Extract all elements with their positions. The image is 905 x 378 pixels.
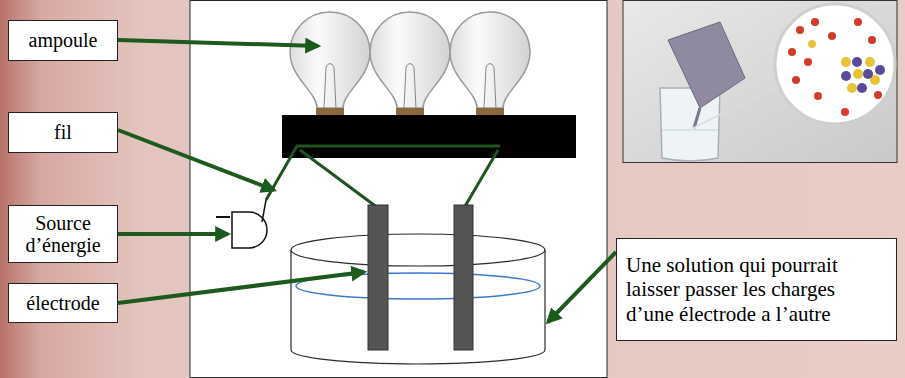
label-box: électrode xyxy=(8,283,118,323)
label-box: fil xyxy=(8,112,118,153)
leader-arrow xyxy=(118,40,616,322)
bulb-symbol xyxy=(370,12,450,133)
label-text: électrode xyxy=(15,292,111,314)
bulb-symbol xyxy=(450,12,530,133)
power-source-symbol xyxy=(216,200,267,248)
label-box: ampoule xyxy=(8,20,118,61)
label-box: Source d’énergie xyxy=(8,205,118,263)
label-text: Une solution qui pourrait laisser passer… xyxy=(626,253,844,327)
label-text: Source d’énergie xyxy=(15,212,111,257)
panel-frame xyxy=(190,1,607,378)
wire xyxy=(266,146,500,208)
note-box: Une solution qui pourrait laisser passer… xyxy=(616,238,897,341)
bulb-symbol xyxy=(290,12,370,133)
bulb-holder xyxy=(282,115,576,158)
electrode xyxy=(368,205,388,350)
beaker xyxy=(291,234,545,364)
label-text: ampoule xyxy=(15,29,111,51)
photo-illustration xyxy=(623,1,897,163)
electrode xyxy=(454,205,473,350)
label-text: fil xyxy=(15,121,111,143)
